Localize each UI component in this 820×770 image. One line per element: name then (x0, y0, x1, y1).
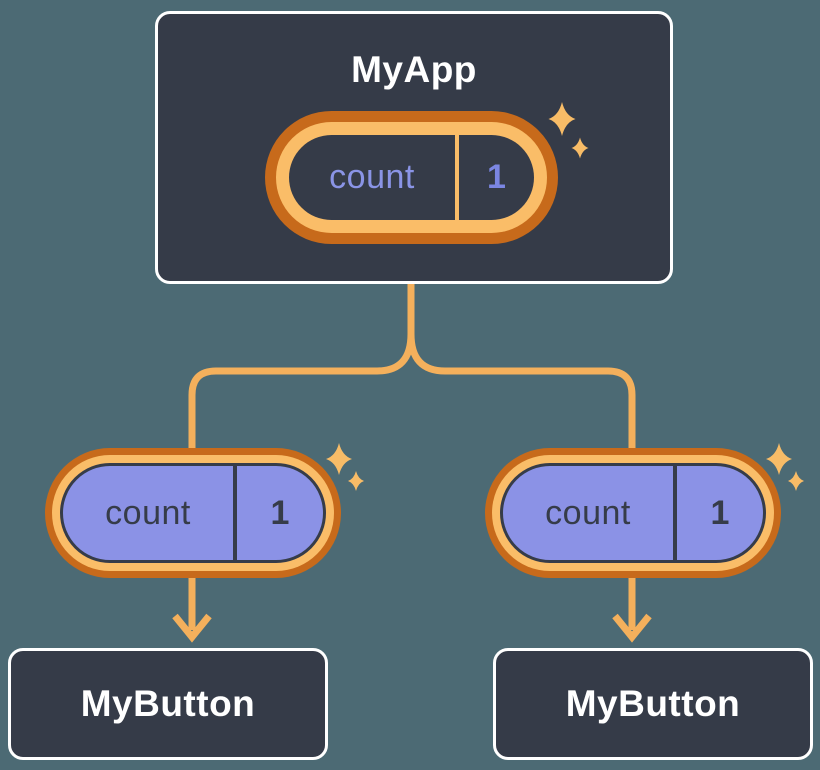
state-pill-body: count 1 (500, 463, 766, 563)
node-mybutton-label: MyButton (565, 683, 741, 724)
state-pill-ring: count 1 (276, 122, 547, 233)
state-pill-left: count 1 (45, 448, 341, 578)
state-pill-divider (455, 135, 459, 220)
state-pill-ring: count 1 (492, 455, 774, 571)
node-mybutton-left: MyButton (8, 648, 328, 760)
state-pill-body: count 1 (289, 135, 534, 220)
node-myapp-label: MyApp (351, 49, 477, 90)
node-mybutton-label: MyButton (80, 683, 256, 724)
state-pill-myapp: count 1 (265, 111, 558, 244)
state-pill-divider (673, 466, 677, 560)
state-key-label: count (329, 158, 415, 196)
state-key-label: count (105, 493, 191, 532)
state-pill-body: count 1 (60, 463, 326, 563)
arrow-down-icon (612, 613, 652, 643)
state-key-label: count (545, 493, 631, 532)
state-pill-right: count 1 (485, 448, 781, 578)
state-pill-ring: count 1 (52, 455, 334, 571)
state-value-label: 1 (270, 493, 290, 532)
state-value-label: 1 (487, 158, 506, 196)
node-mybutton-right: MyButton (493, 648, 813, 760)
state-value-label: 1 (710, 493, 730, 532)
arrow-down-icon (172, 613, 212, 643)
